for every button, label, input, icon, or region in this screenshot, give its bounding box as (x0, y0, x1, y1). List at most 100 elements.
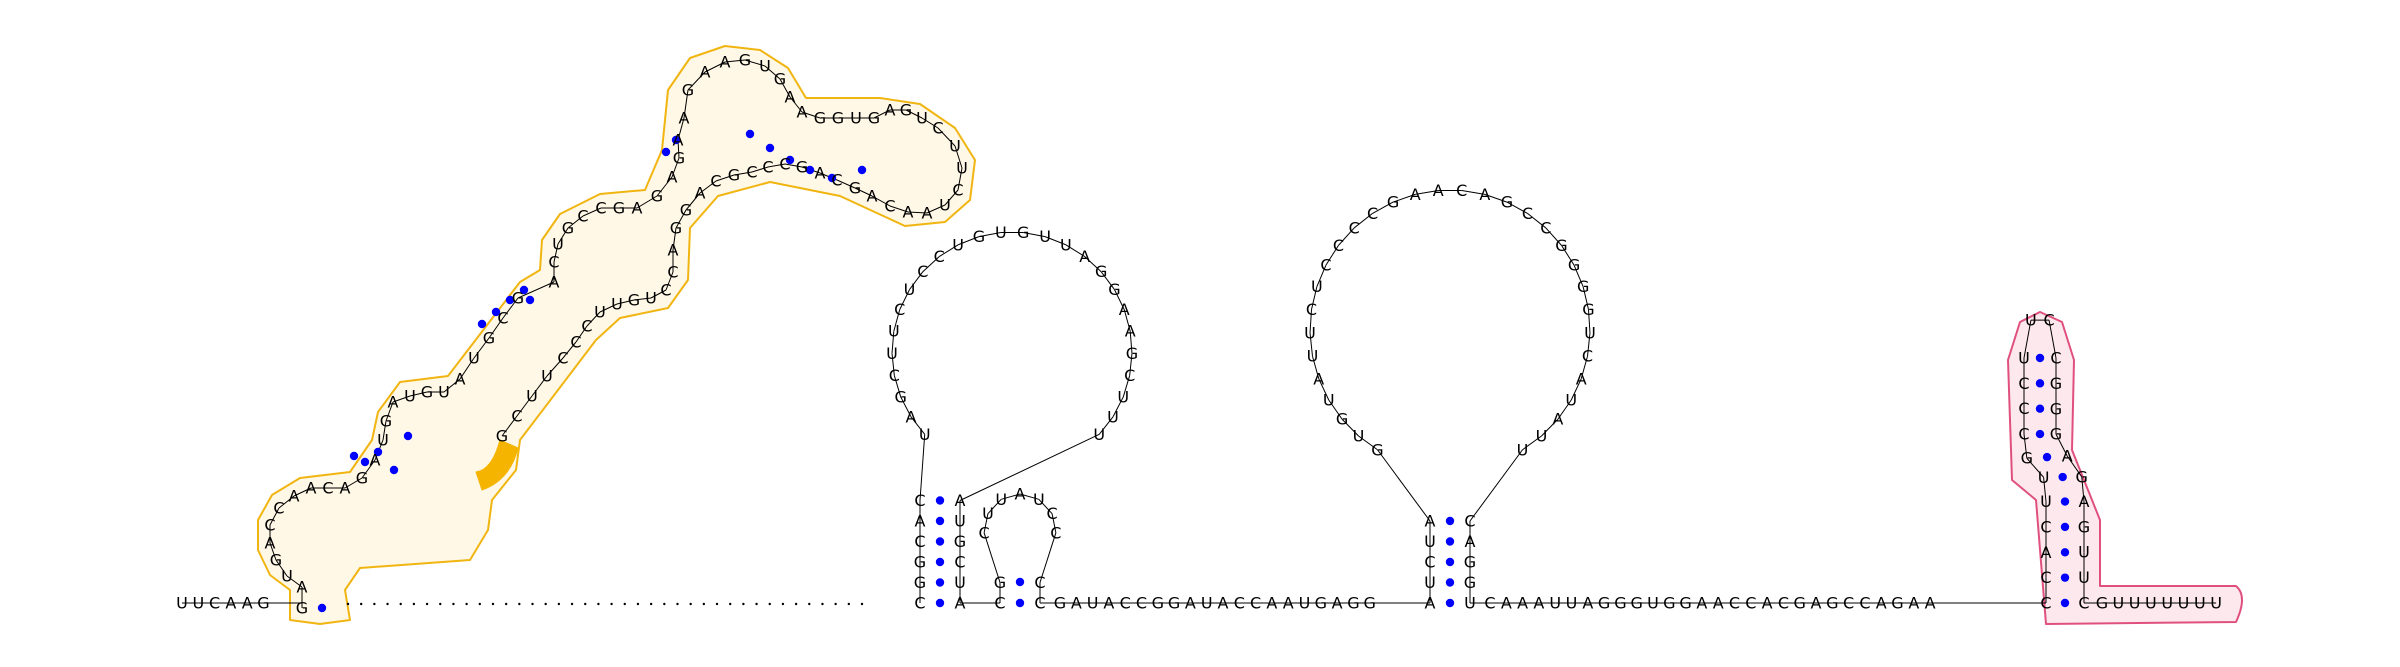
backbone-link (1358, 435, 1378, 451)
base-pair-dot (2060, 598, 2070, 608)
nucleotide-hairpin3: U (1323, 391, 1335, 410)
backbone-link (907, 211, 928, 214)
nucleotide-hairpin3: U (1464, 594, 1476, 613)
backbone-link (959, 433, 1100, 501)
nucleotide-hairpin3: U (1424, 573, 1436, 592)
base-pair-dot (935, 496, 945, 505)
nucleotide-domain1: A (265, 534, 276, 553)
linker-dot (729, 602, 732, 606)
nucleotide-domain2: G (2021, 449, 2033, 468)
nucleotide-spacer: A (1582, 594, 1593, 613)
backbone-link (854, 187, 873, 197)
base-pair-dot (2035, 429, 2045, 439)
linker-dot (412, 602, 416, 606)
backbone-link (784, 163, 803, 168)
nucleotide-domain1: G (421, 383, 433, 402)
backbone-link (1580, 356, 1589, 379)
backbone-link (392, 395, 411, 403)
base-pair-dot (519, 285, 529, 295)
backbone-link (987, 498, 1002, 514)
nucleotide-hairpin3: G (1387, 193, 1399, 212)
linker-dot (439, 602, 442, 606)
backbone-link (873, 109, 891, 119)
backbone-link (502, 297, 519, 319)
nucleotide-domain1: U (916, 109, 928, 128)
linker-dot (399, 602, 402, 606)
base-pair-dot (671, 135, 681, 145)
nucleotide-domain1: U (611, 295, 623, 314)
nucleotide-prefix: A (225, 594, 236, 613)
base-pair-dot (1445, 516, 1455, 526)
nucleotide-hairpin2: C (1034, 594, 1045, 613)
linker-dot (755, 602, 758, 606)
nucleotide-spacer: C (1234, 594, 1245, 613)
base-pair-dot (745, 129, 755, 139)
nucleotide-spacer: A (1876, 594, 1887, 613)
base-pair-dot (403, 431, 413, 441)
nucleotide-hairpin3: C (1320, 256, 1331, 275)
base-pair-dot (2035, 353, 2045, 363)
backbone-link (675, 209, 687, 229)
nucleotide-spacer: G (1168, 594, 1180, 613)
backbone-link (553, 243, 559, 263)
nucleotide-hairpin1: A (1119, 300, 1130, 319)
linker-dot (346, 602, 350, 606)
base-pair-dot (857, 165, 867, 175)
backbone-link (2066, 455, 2083, 478)
nucleotide-hairpin3: G (1336, 410, 1348, 429)
linker-dot (597, 602, 600, 606)
nucleotide-domain2: C (2018, 399, 2029, 418)
linker-dot (465, 602, 468, 606)
nucleotide-domain1: A (785, 88, 796, 107)
backbone-link (983, 532, 1001, 583)
nucleotide-hairpin2: C (1050, 523, 1061, 542)
nucleotide-domain1: C (581, 317, 592, 336)
base-pair-dot (349, 451, 359, 461)
backbone-link (1311, 356, 1320, 379)
nucleotide-domain2: A (2079, 492, 2090, 511)
nucleotide-domain1: G (670, 219, 682, 238)
backbone-link (1038, 498, 1053, 514)
backbone-link (1461, 189, 1485, 195)
nucleotide-spacer: A (1071, 594, 1082, 613)
nucleotide-hairpin1: U (954, 573, 966, 592)
nucleotide-domain2: G (2078, 517, 2090, 536)
backbone-link (599, 303, 618, 313)
backbone-link (562, 341, 577, 359)
backbone-link (687, 71, 706, 91)
backbone-link (704, 61, 726, 73)
nucleotide-spacer: G (1793, 594, 1805, 613)
nucleotide-hairpin3: A (1433, 181, 1444, 200)
nucleotide-hairpin3: U (1584, 323, 1596, 342)
nucleotide-prefix: A (242, 594, 253, 613)
nucleotide-domain1: A (549, 273, 560, 292)
nucleotide-hairpin1: U (886, 344, 898, 363)
base-pair-dot (2035, 404, 2045, 413)
nucleotide-hairpin3: G (1371, 440, 1383, 459)
nucleotide-domain1: U (541, 367, 553, 386)
nucleotide-domain2: A (2062, 447, 2073, 466)
backbone-link (1484, 193, 1508, 203)
linker-dot (452, 602, 455, 606)
linker-dot (478, 602, 481, 606)
nucleotide-domain1: G (613, 199, 625, 218)
backbone-link (575, 325, 588, 343)
nucleotide-domain1: C (884, 197, 895, 216)
nucleotide-spacer: C (1859, 594, 1870, 613)
nucleotide-domain1: G (814, 109, 826, 128)
nucleotide-tail: U (2161, 594, 2173, 613)
backbone-link (1019, 493, 1039, 500)
backbone-link (1325, 245, 1339, 266)
nucleotide-spacer: G (1630, 594, 1642, 613)
linker-dot (570, 602, 574, 606)
nucleotide-hairpin3: A (1576, 369, 1587, 388)
nucleotide-hairpin3: U (1536, 426, 1548, 445)
nucleotide-hairpin3: A (1552, 410, 1563, 429)
nucleotide-domain1: U (939, 196, 951, 215)
base-pair-dot (505, 295, 515, 305)
backbone-link (893, 375, 902, 398)
backbone-link (286, 575, 303, 588)
nucleotide-domain2: C (2040, 568, 2051, 587)
nucleotide-domain1: A (867, 187, 878, 206)
